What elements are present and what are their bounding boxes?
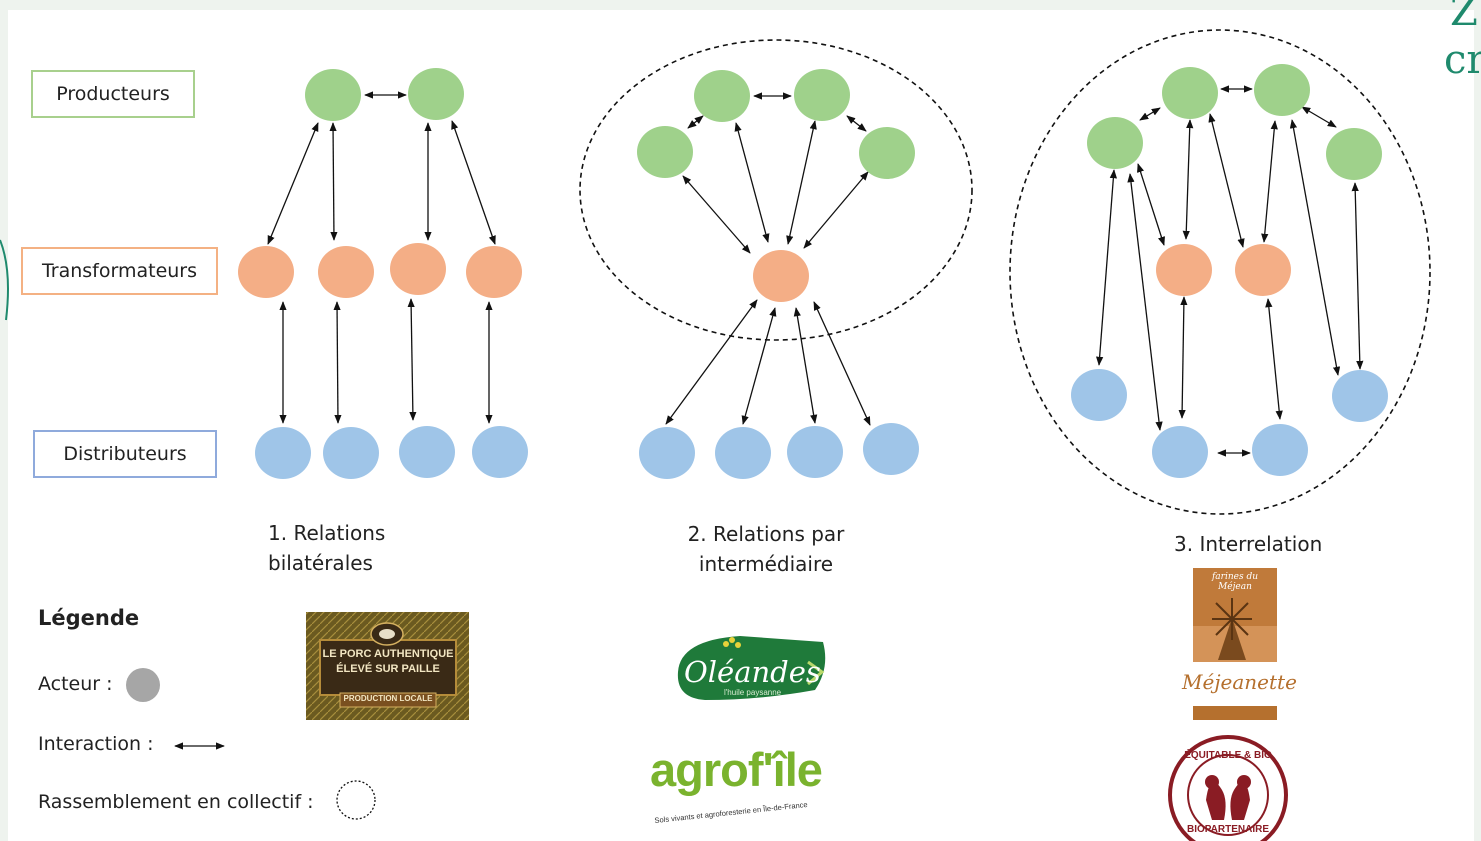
diagram-intermediary-nodes [637, 69, 919, 479]
diagram-interrelation [1095, 85, 1364, 457]
node-producteur [1254, 64, 1310, 116]
node-distributeur [1071, 369, 1127, 421]
diagram-intermediary [665, 92, 871, 426]
legend-acteur-label: Acteur : [38, 673, 113, 695]
node-distributeur [399, 426, 455, 478]
logo-porc-subtext: PRODUCTION LOCALE [343, 694, 433, 703]
caption-line: 1. Relations [268, 521, 386, 545]
node-distributeur [472, 426, 528, 478]
arrow [1351, 182, 1364, 370]
arrow [267, 122, 319, 245]
arrow [1265, 298, 1283, 420]
arrow [329, 122, 338, 241]
corner-line-1: Z [1450, 0, 1478, 35]
logo-mejeanette [1193, 568, 1277, 720]
node-transformateur [390, 243, 446, 295]
logo-oleandes-text: Oléandes [684, 655, 821, 689]
logo-biopartenaire-bottomtext: BIOPARTENAIRE [1186, 824, 1270, 835]
logo-mejeanette-toptext: farines du Méjean [1211, 572, 1259, 592]
node-transformateur [466, 246, 522, 298]
diagram-bilateral [267, 91, 496, 424]
arrow [407, 298, 417, 421]
logo-biopartenaire-toptext: ÉQUITABLE & BIO [1184, 750, 1272, 761]
node-producteur [637, 126, 693, 178]
caption-relations-bilaterales: 1. Relations bilatérales [268, 518, 385, 578]
node-producteur [794, 69, 850, 121]
arrow [803, 171, 869, 249]
arrow [1095, 169, 1118, 366]
label-distributeurs: Distributeurs [33, 430, 217, 478]
arrow [1182, 119, 1194, 240]
node-producteur [859, 127, 915, 179]
logo-mejeanette-text: Méjeanette [1182, 670, 1297, 694]
node-distributeur [639, 427, 695, 479]
node-producteur [1162, 67, 1218, 119]
node-producteur [305, 69, 361, 121]
arrow [1301, 106, 1337, 128]
arrow [1208, 113, 1245, 248]
node-distributeur [787, 426, 843, 478]
label-transformateurs: Transformateurs [21, 247, 218, 295]
arrow [1178, 296, 1188, 419]
caption-interrelation: 3. Interrelation [1174, 532, 1323, 556]
legend-rassemblement-label: Rassemblement en collectif : [38, 791, 314, 813]
arrow [687, 115, 704, 129]
legend-title: Légende [38, 606, 140, 630]
caption-line: 2. Relations par [687, 522, 845, 546]
corner-line-2: cr [1444, 37, 1481, 83]
logo-oleandes-subtext: l'huile paysanne [724, 688, 782, 697]
arrow [1137, 163, 1165, 246]
node-producteur [1326, 128, 1382, 180]
arrow [793, 307, 818, 424]
node-distributeur [1152, 426, 1208, 478]
arrow [846, 115, 867, 132]
arrow [741, 307, 777, 425]
node-distributeur [255, 427, 311, 479]
node-transformateur [238, 246, 294, 298]
collective-boundary [1009, 29, 1431, 515]
caption-relations-intermediaire: 2. Relations par intermédiaire [686, 519, 846, 579]
node-transformateur [1235, 244, 1291, 296]
caption-line: intermédiaire [698, 552, 834, 576]
arrow [1127, 173, 1163, 431]
node-distributeur [715, 427, 771, 479]
logo-biopartenaire [1168, 735, 1288, 841]
logo-porc-text: LE PORC AUTHENTIQUE ÉLEVÉ SUR PAILLE [320, 647, 456, 677]
node-producteur [408, 68, 464, 120]
arrow [1261, 120, 1278, 243]
node-producteur [1087, 117, 1143, 169]
node-transformateur [753, 250, 809, 302]
arrow [734, 122, 770, 243]
arrow [786, 120, 817, 245]
arrow [451, 120, 496, 245]
diagram-bilateral-nodes [238, 68, 528, 479]
caption-line: bilatérales [268, 551, 373, 575]
node-transformateur [1156, 244, 1212, 296]
label-producteurs: Producteurs [31, 70, 195, 118]
logo-porc-authentique [306, 612, 469, 720]
decor-swoosh [0, 239, 9, 321]
corner-title-fragment: Z cr [1444, 0, 1481, 84]
logo-oleandes [677, 636, 826, 700]
node-transformateur [318, 246, 374, 298]
arrow [1139, 107, 1161, 121]
node-distributeur [863, 423, 919, 475]
arrow [1289, 119, 1341, 376]
node-distributeur [323, 427, 379, 479]
node-distributeur [1252, 424, 1308, 476]
arrow [813, 301, 871, 426]
legend-actor-symbol [126, 668, 160, 702]
legend-interaction-label: Interaction : [38, 733, 154, 755]
legend-collective-symbol [336, 780, 376, 820]
logo-agrofile-text: agrof'île [650, 743, 823, 796]
diagram-interrelation-nodes [1071, 64, 1388, 478]
logo-text: LE PORC AUTHENTIQUE [322, 648, 454, 660]
arrow [333, 301, 342, 424]
node-distributeur [1332, 370, 1388, 422]
node-producteur [694, 70, 750, 122]
arrow [665, 299, 758, 425]
logo-text: ÉLEVÉ SUR PAILLE [336, 663, 440, 675]
arrow [682, 175, 751, 254]
